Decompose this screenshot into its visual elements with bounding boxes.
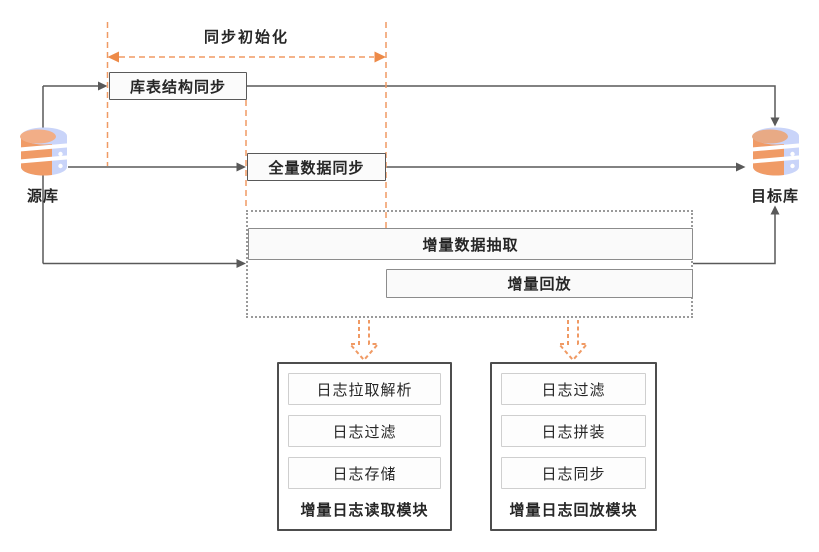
incremental-group-box	[246, 210, 693, 318]
module-item: 日志同步	[501, 457, 646, 489]
module-item: 日志过滤	[501, 373, 646, 405]
module-item: 日志拉取解析	[288, 373, 441, 405]
step-schema-sync: 库表结构同步	[109, 72, 247, 100]
module-log-replay: 日志过滤 日志拼装 日志同步 增量日志回放模块	[490, 362, 657, 531]
database-icon	[748, 127, 802, 176]
step-incremental-extract: 增量数据抽取	[248, 228, 693, 260]
module-item: 日志过滤	[288, 415, 441, 447]
module-log-reader-title: 增量日志读取模块	[300, 501, 429, 519]
source-db: 源库	[13, 126, 73, 206]
init-phase-label: 同步初始化	[203, 28, 289, 46]
module-item: 日志拼装	[501, 415, 646, 447]
step-full-data-sync: 全量数据同步	[247, 153, 386, 181]
target-db: 目标库	[745, 126, 805, 206]
source-db-label: 源库	[26, 187, 59, 205]
phase-dashed-lines	[106, 22, 387, 228]
target-db-label: 目标库	[750, 187, 799, 205]
module-log-replay-title: 增量日志回放模块	[509, 501, 638, 519]
module-item: 日志存储	[288, 457, 441, 489]
step-incremental-replay: 增量回放	[386, 269, 693, 298]
module-dashed-arrows	[347, 320, 590, 362]
database-icon	[16, 127, 70, 176]
phase-arrowheads	[107, 51, 386, 63]
module-log-reader: 日志拉取解析 日志过滤 日志存储 增量日志读取模块	[277, 362, 452, 531]
